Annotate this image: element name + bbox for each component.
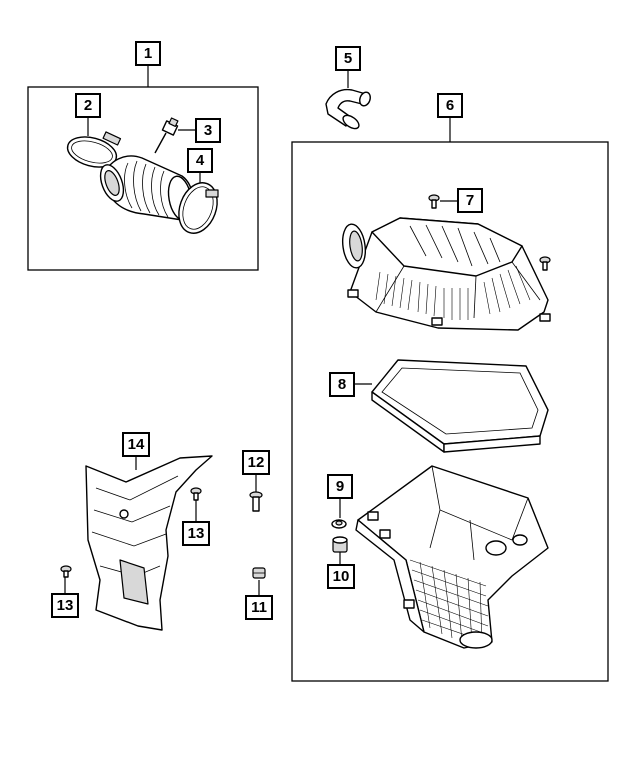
air-shield-panel (85, 455, 213, 631)
svg-text:14: 14 (128, 436, 145, 453)
group-frame-1 (27, 86, 259, 271)
callout-2: 2 (75, 93, 101, 118)
svg-text:3: 3 (204, 122, 212, 139)
screw-part (428, 194, 440, 209)
hose-clamp-upper (66, 131, 122, 168)
push-pin-upper (190, 487, 202, 501)
callout-13-lower: 13 (51, 593, 79, 618)
svg-text:6: 6 (446, 97, 454, 114)
svg-text:11: 11 (251, 599, 267, 616)
callout-6: 6 (437, 93, 463, 118)
grommet-part (331, 519, 347, 529)
cover-screw (539, 256, 551, 271)
elbow-hose (325, 88, 371, 130)
svg-text:10: 10 (333, 568, 350, 585)
svg-text:5: 5 (344, 50, 352, 67)
svg-text:2: 2 (84, 97, 92, 114)
callout-5: 5 (335, 46, 361, 71)
svg-text:7: 7 (466, 192, 474, 209)
callout-3: 3 (195, 118, 221, 143)
push-pin-lower (60, 565, 72, 578)
svg-text:1: 1 (144, 45, 152, 62)
callout-12: 12 (242, 450, 270, 475)
bolt-part (249, 491, 263, 512)
callout-14: 14 (122, 432, 150, 457)
callout-7: 7 (457, 188, 483, 213)
svg-text:9: 9 (336, 478, 344, 495)
svg-text:13: 13 (188, 525, 205, 542)
callout-8: 8 (329, 372, 355, 397)
isolator-part (332, 536, 348, 553)
callout-9: 9 (327, 474, 353, 499)
svg-text:8: 8 (338, 376, 346, 393)
clip-nut-part (252, 567, 266, 579)
callout-1: 1 (135, 41, 161, 66)
callout-4: 4 (187, 148, 213, 173)
svg-text:4: 4 (196, 152, 205, 169)
callout-11: 11 (245, 595, 273, 620)
air-cleaner-body (355, 465, 549, 649)
svg-text:12: 12 (248, 454, 265, 471)
sensor-part (154, 117, 179, 154)
air-filter-element (371, 359, 549, 453)
leader-lines (64, 65, 458, 596)
svg-text:13: 13 (57, 597, 74, 614)
callout-13-upper: 13 (182, 521, 210, 546)
callout-10: 10 (327, 564, 355, 589)
hose-clamp-lower (178, 182, 219, 234)
air-cleaner-cover (341, 217, 551, 331)
